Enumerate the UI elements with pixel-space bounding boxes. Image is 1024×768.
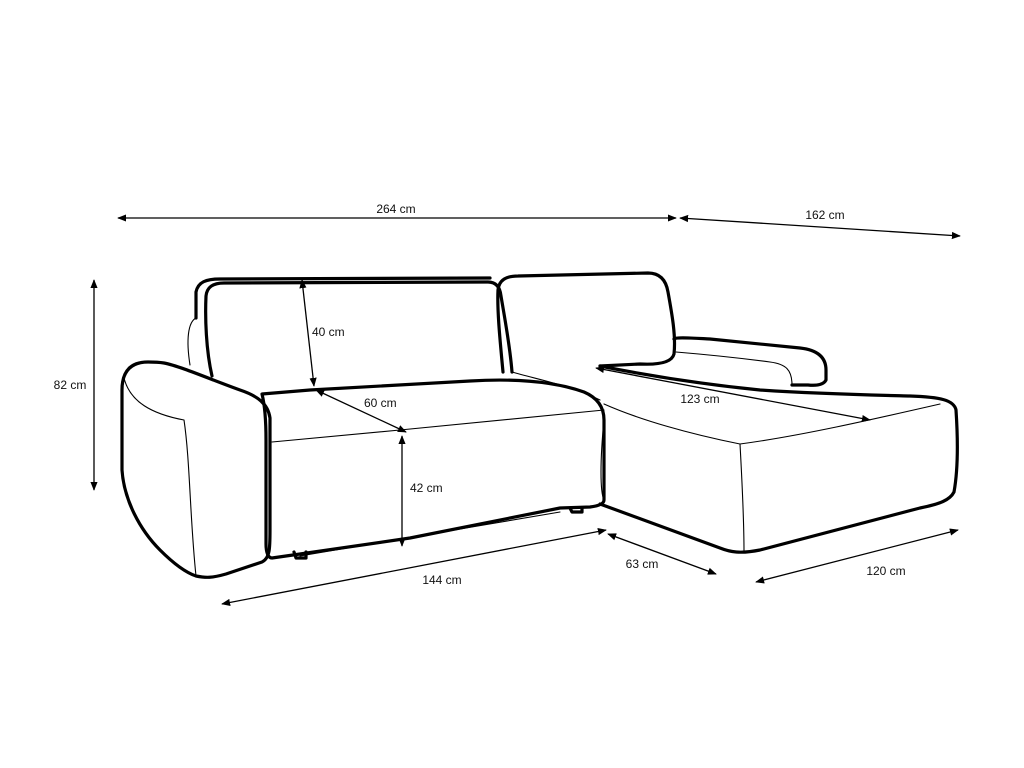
dim-120-arrow xyxy=(755,528,959,584)
dimension-lines xyxy=(90,214,961,607)
label-seat-depth: 60 cm xyxy=(364,396,397,410)
back-frame xyxy=(187,317,197,366)
dim-162-arrow xyxy=(679,214,961,240)
label-chaise-width: 120 cm xyxy=(866,564,905,578)
left-armrest-front-edge xyxy=(123,377,197,577)
label-backrest-height: 40 cm xyxy=(312,325,345,339)
seat-cushion-split xyxy=(600,419,605,501)
right-back-cushion xyxy=(496,271,677,374)
dim-63-arrow xyxy=(607,533,717,575)
label-chaise-depth: 123 cm xyxy=(680,392,719,406)
dim-60-arrow xyxy=(315,389,407,433)
chaise-top-front-edge xyxy=(603,403,941,445)
sofa-drawing xyxy=(120,271,959,579)
back-frame-top xyxy=(194,276,492,320)
label-overall-width: 264 cm xyxy=(376,202,415,216)
label-height: 82 cm xyxy=(54,378,87,392)
seat-front-top-edge xyxy=(271,409,605,443)
dim-123-arrow xyxy=(595,365,871,423)
dimension-labels: 264 cm 162 cm 82 cm 40 cm 60 cm 42 cm 12… xyxy=(54,202,906,587)
sofa-base-line xyxy=(299,511,561,557)
label-sofa-width: 144 cm xyxy=(422,573,461,587)
chaise-armrest xyxy=(672,336,828,387)
label-armrest-to-chaise: 63 cm xyxy=(626,557,659,571)
label-seat-height: 42 cm xyxy=(410,481,443,495)
sofa-foot-right xyxy=(568,506,584,514)
left-armrest xyxy=(120,360,272,579)
dim-40-arrow xyxy=(299,279,317,387)
chaise-vertical-corner xyxy=(739,443,745,553)
label-chaise-length: 162 cm xyxy=(805,208,844,222)
seat-cushions xyxy=(260,378,606,560)
dim-144-arrow xyxy=(221,527,607,607)
chaise-armrest-edge xyxy=(675,351,793,386)
left-back-cushion xyxy=(204,280,514,378)
chaise-cushion xyxy=(598,364,959,554)
seat-divider xyxy=(511,371,601,401)
